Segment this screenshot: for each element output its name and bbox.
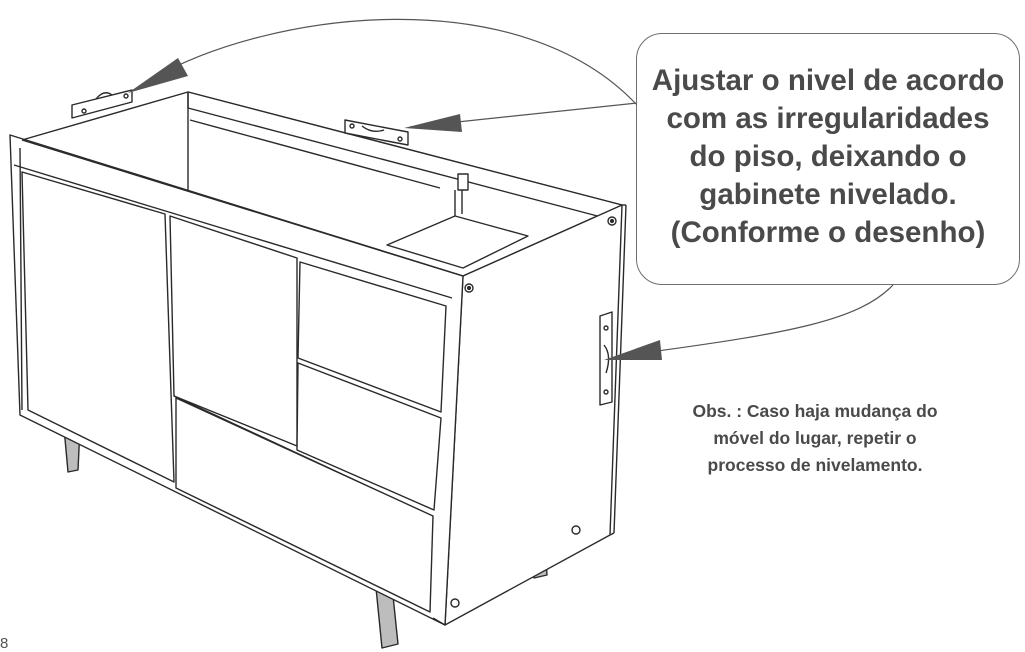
note-line: processo de nivelamento. [707,455,923,475]
note-line: Obs. : Caso haja mudança do [692,401,938,421]
cabinet-drawers [175,261,447,613]
leveling-brackets [71,89,613,406]
callout-line: com as irregularidades [666,102,990,135]
cabinet-doors [21,171,433,517]
leveling-instruction-callout: Ajustar o nivel de acordo com as irregul… [636,33,1020,285]
note-line: móvel do lugar, repetir o [713,428,917,448]
observation-note: Obs. : Caso haja mudança do móvel do lug… [632,398,998,479]
page-number: 8 [0,635,9,652]
callout-line: gabinete nivelado. [699,178,957,211]
callout-line: do piso, deixando o [689,140,967,173]
callout-line: Ajustar o nivel de acordo [651,64,1005,97]
cabinet-side-panel [444,204,627,626]
callout-line: (Conforme o desenho) [670,216,986,249]
callout-text: Ajustar o nivel de acordo com as irregul… [652,62,1004,252]
cabinet-interior [21,91,623,277]
arrowheads [128,58,662,360]
